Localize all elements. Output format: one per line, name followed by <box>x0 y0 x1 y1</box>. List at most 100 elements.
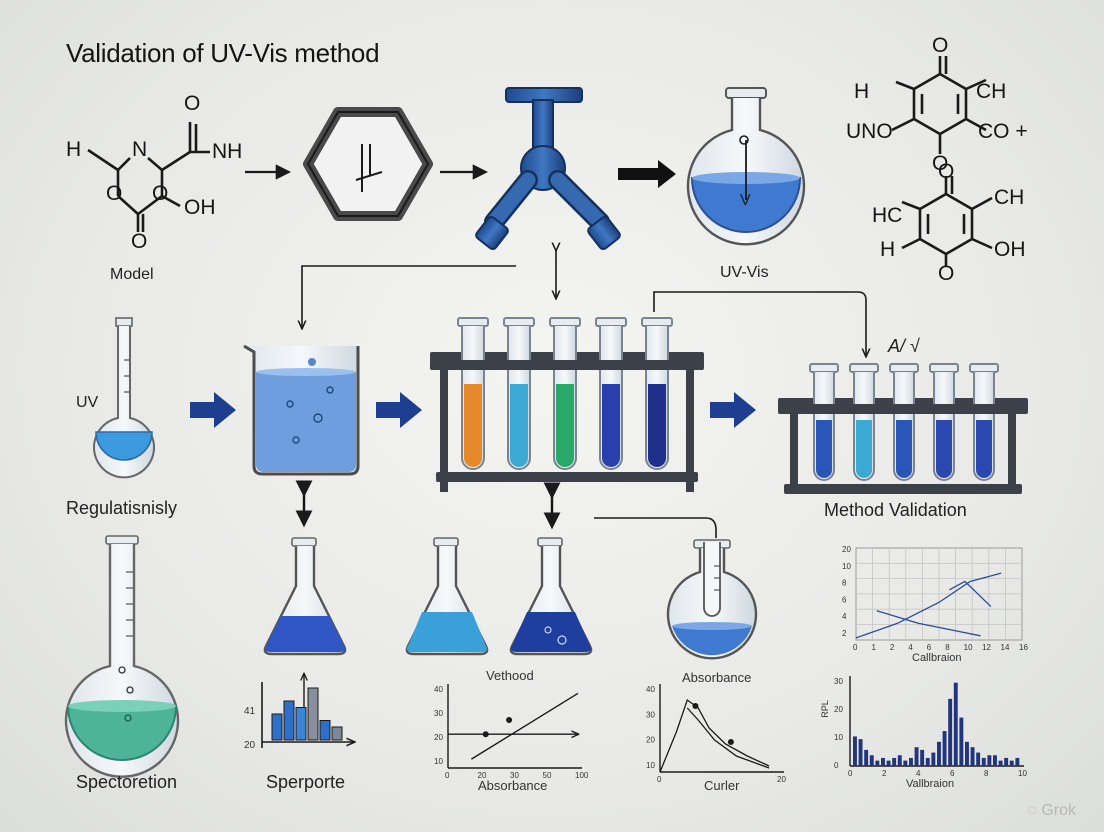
hist-bar-20 <box>965 741 969 766</box>
hist-bar-28 <box>1009 760 1014 766</box>
chart3-xlabel: Curler <box>704 778 740 793</box>
x-tick-0: 0 <box>848 769 853 778</box>
y-tick-3: 10 <box>434 757 443 766</box>
hist-bar-25 <box>993 755 997 766</box>
bar-chart-ytick-1: 41 <box>244 706 256 717</box>
series-line-0 <box>855 572 1002 639</box>
atom-o4-left: O <box>131 230 148 253</box>
x-tick-1: 1 <box>871 643 876 652</box>
atom-o-bottom: O <box>938 262 955 285</box>
bar-3 <box>307 687 319 741</box>
chart3-title: Absorbance <box>682 670 752 685</box>
atom-nh-left: NH <box>212 140 243 163</box>
series-line-1 <box>876 610 981 637</box>
x-tick-3: 6 <box>950 769 955 778</box>
x-tick-9: 16 <box>1019 643 1028 652</box>
bar-4 <box>319 720 331 741</box>
hist-bar-14 <box>931 752 936 766</box>
label-sperporte: Sperporte <box>266 772 346 792</box>
data-point-1 <box>506 717 513 723</box>
hist-bar-29 <box>1015 757 1020 766</box>
chart-bar-small: 41 20 <box>244 674 354 751</box>
hist-bar-15 <box>937 741 941 766</box>
atom-n-left: N <box>132 138 148 161</box>
x-tick-0: 0 <box>853 643 858 652</box>
x-tick-2: 30 <box>510 771 519 780</box>
label-method-validation: Method Validation <box>824 500 967 520</box>
molecule-right-bottom <box>901 176 993 266</box>
y-tick-2: 20 <box>434 733 443 742</box>
x-tick-6: 10 <box>964 643 973 652</box>
atom-oh-left: OH <box>184 196 216 219</box>
y-tick-3: 10 <box>646 761 655 770</box>
y-tick-2: 20 <box>646 736 655 745</box>
x-tick-2: 4 <box>916 769 921 778</box>
chart5-xlabel: Vallbraion <box>906 778 955 790</box>
hist-bar-12 <box>920 749 925 766</box>
series-line-0 <box>471 692 579 760</box>
chart2-xlabel: Absorbance <box>478 778 548 793</box>
hist-bar-24 <box>987 755 992 766</box>
atom-o3-left: O <box>152 182 169 205</box>
chart2-title: Vethood <box>486 668 534 683</box>
series-line-2 <box>949 580 992 608</box>
erlenmeyer-flask-3 <box>509 537 593 656</box>
y-tick-3: 0 <box>834 761 839 770</box>
x-tick-7: 12 <box>982 643 991 652</box>
atom-o-top: O <box>932 34 949 57</box>
atom-oh-bottom: OH <box>994 238 1026 261</box>
data-point-0 <box>692 703 699 709</box>
x-tick-1: 20 <box>478 771 487 780</box>
molecule-left <box>87 122 210 232</box>
label-uv-vis: UV-Vis <box>720 264 769 281</box>
molecule-right-top <box>891 56 987 154</box>
y-tick-2: 8 <box>842 579 847 588</box>
atom-h-bottom: H <box>880 238 896 261</box>
atom-o1-left: O <box>184 92 201 115</box>
hist-bar-2 <box>864 749 869 766</box>
hist-bar-0 <box>853 736 857 766</box>
x-tick-4: 8 <box>984 769 989 778</box>
chart4-xlabel: Callbraion <box>912 652 962 664</box>
erlenmeyer-flask-1 <box>263 537 347 656</box>
atom-hc: HC <box>872 204 903 227</box>
hist-bar-4 <box>875 760 880 766</box>
hist-bar-11 <box>914 747 919 766</box>
chart5-ylabel: RPL <box>819 700 830 718</box>
x-tick-3: 4 <box>908 643 913 652</box>
atom-o-bottom-top: O <box>938 160 955 183</box>
atom-o2-left: O <box>106 182 123 205</box>
bar-0 <box>271 713 283 741</box>
hist-bar-23 <box>981 757 986 766</box>
label-regulatory: Regulatisnisly <box>66 498 178 518</box>
series-line-1 <box>686 707 770 769</box>
hist-bar-13 <box>925 757 930 766</box>
rack-marks: A/ √ <box>888 336 920 356</box>
hist-bar-19 <box>959 717 964 766</box>
atom-h-left: H <box>66 138 82 161</box>
round-flask-large <box>64 535 180 778</box>
hist-bar-10 <box>909 757 913 766</box>
hist-bar-18 <box>953 682 958 766</box>
hexagon-ring <box>303 107 433 221</box>
hist-bar-26 <box>998 760 1003 766</box>
x-tick-1: 2 <box>882 769 887 778</box>
x-tick-5: 8 <box>945 643 950 652</box>
y-tick-0: 30 <box>834 677 843 686</box>
series-line-0 <box>659 698 770 773</box>
hist-bar-22 <box>976 752 981 766</box>
y-tick-1: 10 <box>842 562 851 571</box>
atom-co: CO + <box>978 120 1028 143</box>
round-flask-with-tube <box>666 539 758 660</box>
arrow-3-bold <box>618 160 676 188</box>
atom-h-right: H <box>854 80 870 103</box>
flask-label-v: V <box>740 192 751 209</box>
round-flask-top <box>686 87 806 246</box>
beaker <box>243 344 360 476</box>
hist-bar-5 <box>881 757 885 766</box>
y-tick-0: 40 <box>646 685 655 694</box>
